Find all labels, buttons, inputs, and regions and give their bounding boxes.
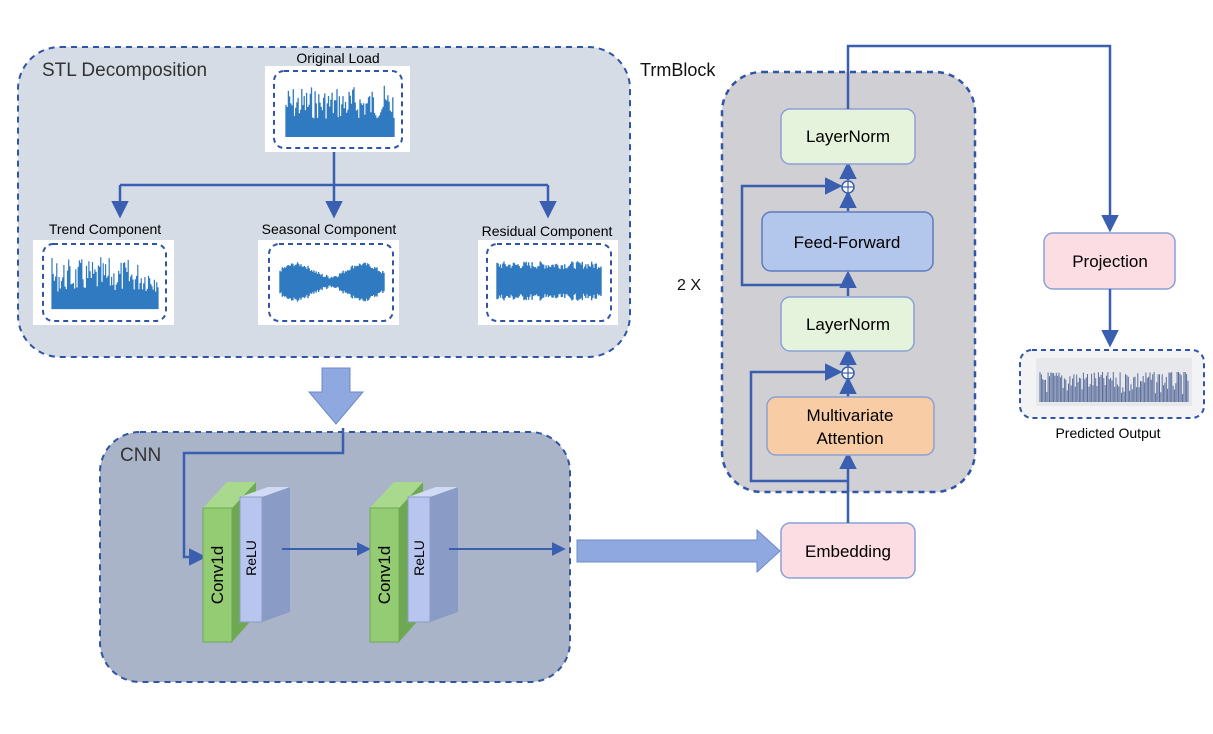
stl-branch-arrows [111, 152, 557, 219]
original-load-series [285, 85, 395, 137]
add-node-top [841, 180, 855, 194]
trend-component-thumbnail [33, 240, 174, 325]
layernorm-top-box: LayerNorm [780, 108, 916, 165]
repeat-count-label: 2 X [677, 277, 701, 294]
stl-title: STL Decomposition [42, 60, 207, 81]
attention-label-line1: Multivariate [807, 406, 894, 425]
conv1d-label-2: Conv1d [375, 546, 394, 605]
embedding-label: Embedding [805, 542, 891, 561]
relu-block-2: ReLU [407, 487, 458, 623]
trmblock-panel: TrmBlock 2 X Multivariate [640, 60, 977, 523]
relu-block-1: ReLU [239, 487, 290, 623]
projection-box: Projection [1043, 232, 1176, 290]
spark-residual-trace [496, 261, 602, 301]
trend-component-label: Trend Component [49, 221, 161, 237]
embedding-box: Embedding [780, 522, 916, 579]
feed-forward-box: Feed-Forward [761, 211, 934, 272]
cnn-input-path [182, 428, 345, 566]
cnn-panel: CNN Conv1d ReLU Conv1d [99, 428, 571, 683]
trm-to-projection-arrow [846, 44, 1119, 233]
layernorm-top-label: LayerNorm [806, 127, 890, 146]
feed-forward-label: Feed-Forward [794, 233, 901, 252]
predicted-output-label: Predicted Output [1055, 425, 1160, 441]
attention-label-line2: Attention [816, 429, 883, 448]
cnn-to-embedding-block-arrow [576, 528, 781, 574]
cnn-title: CNN [120, 445, 161, 466]
seasonal-component-series [279, 262, 385, 302]
stl-panel: STL Decomposition Original Load Trend Co… [17, 46, 631, 358]
relu-label-2: ReLU [411, 540, 427, 576]
trm-flow-lines [740, 161, 857, 523]
spark-original-trace [285, 85, 395, 137]
multivariate-attention-box: Multivariate Attention [766, 396, 935, 456]
seasonal-component-label: Seasonal Component [262, 221, 397, 237]
relu-label-1: ReLU [243, 540, 259, 576]
predicted-output-series [1039, 372, 1189, 402]
spark-predicted-trace [1039, 372, 1189, 402]
layernorm-bottom-box: LayerNorm [780, 296, 915, 352]
predicted-output-thumbnail [1019, 349, 1205, 419]
projection-label: Projection [1072, 252, 1148, 271]
seasonal-component-thumbnail [258, 240, 399, 325]
residual-component-series [496, 261, 602, 301]
spark-seasonal-trace [279, 262, 385, 302]
add-node-bottom [841, 366, 855, 380]
residual-component-thumbnail [478, 240, 618, 325]
spark-trend-trace [51, 257, 159, 310]
conv1d-label-1: Conv1d [208, 546, 227, 605]
trmblock-title: TrmBlock [640, 60, 716, 80]
residual-component-label: Residual Component [482, 223, 613, 239]
original-load-thumbnail [265, 66, 410, 152]
trend-component-series [51, 257, 159, 310]
stl-to-cnn-block-arrow [307, 367, 365, 425]
original-load-label: Original Load [296, 50, 379, 66]
layernorm-bottom-label: LayerNorm [806, 315, 890, 334]
